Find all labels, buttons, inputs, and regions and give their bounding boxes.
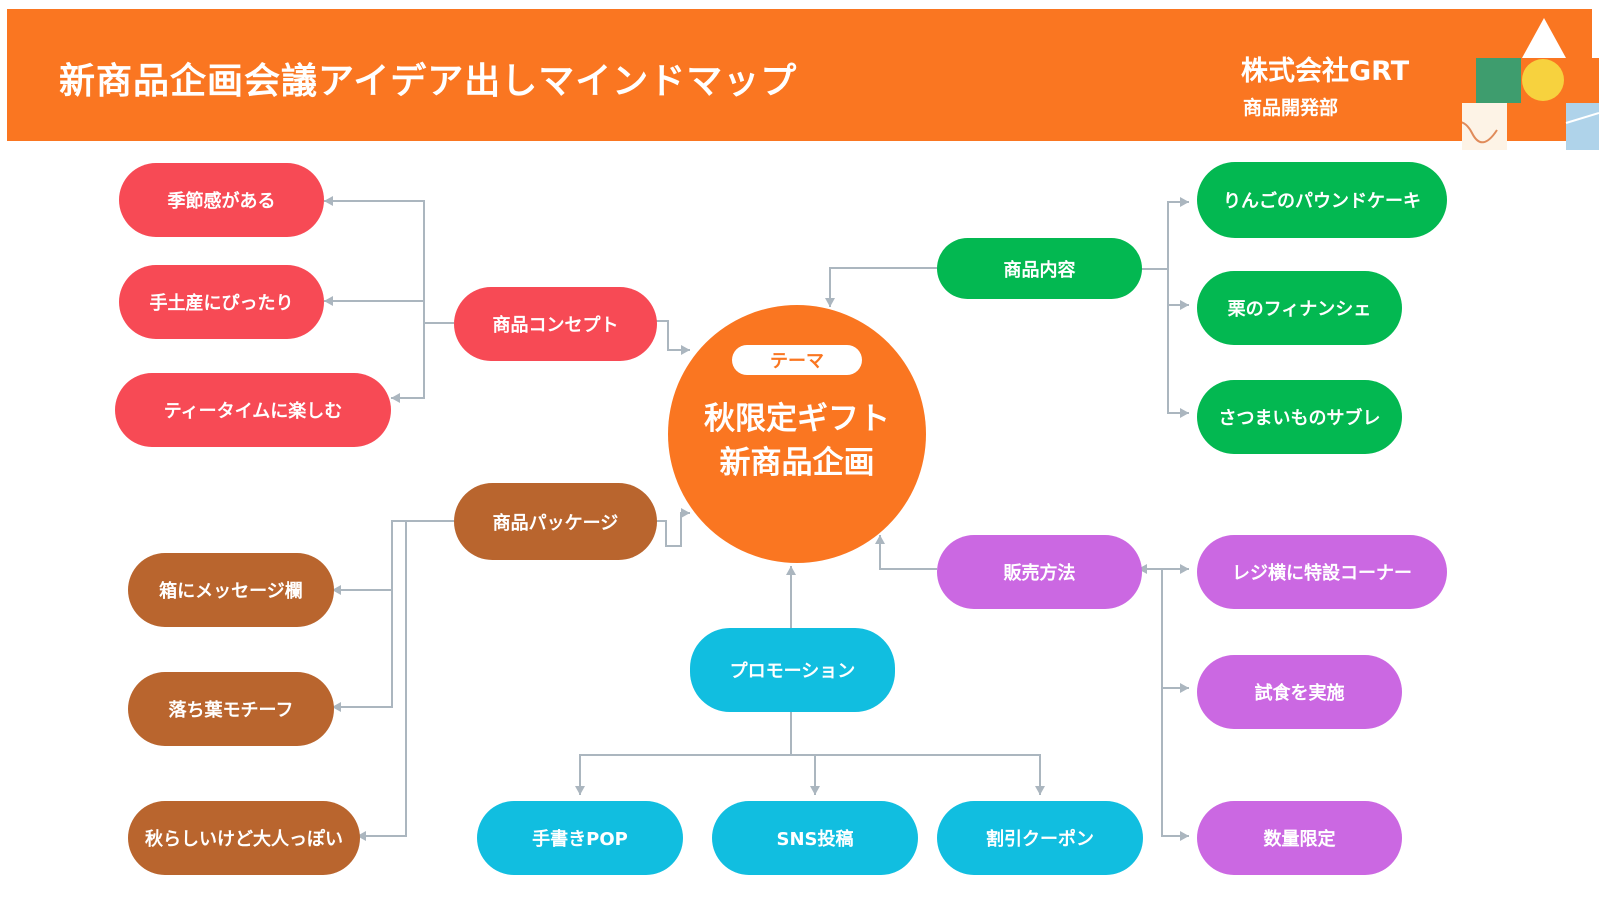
sales-item-register-corner: レジ横に特設コーナー [1197,535,1447,609]
package-item-mature-autumn: 秋らしいけど大人っぽい [128,801,360,875]
company-name: 株式会社GRT [1241,56,1410,87]
branch-product-concept: 商品コンセプト [454,287,657,361]
decorative-pattern [1462,18,1599,150]
package-item-leaf-motif: 落ち葉モチーフ [128,672,334,746]
concept-item-teatime: ティータイムに楽しむ [115,373,391,447]
header-banner: 新商品企画会議アイデア出しマインドマップ 株式会社GRT 商品開発部 [7,9,1599,150]
sales-item-limited-quantity: 数量限定 [1197,801,1402,875]
promotion-item-handwritten-pop: 手書きPOP [477,801,683,875]
theme-title-line1: 秋限定ギフト [704,401,890,437]
branch-sales-method: 販売方法 [937,535,1142,609]
content-item-chestnut-financier: 栗のフィナンシェ [1197,271,1402,345]
package-item-message-box: 箱にメッセージ欄 [128,553,334,627]
promotion-item-sns-post: SNS投稿 [712,801,918,875]
theme-title-line2: 新商品企画 [719,445,875,481]
central-theme-node: テーマ 秋限定ギフト 新商品企画 [668,305,926,563]
concept-item-seasonal: 季節感がある [119,163,324,237]
concept-item-gift: 手土産にぴったり [119,265,324,339]
content-item-sweet-potato-sable: さつまいものサブレ [1197,380,1402,454]
page-title: 新商品企画会議アイデア出しマインドマップ [59,61,798,102]
theme-badge: テーマ [732,345,862,375]
promotion-item-discount-coupon: 割引クーポン [937,801,1143,875]
branch-promotion: プロモーション [690,628,895,712]
sales-item-tasting: 試食を実施 [1197,655,1402,729]
content-item-apple-cake: りんごのパウンドケーキ [1197,162,1447,238]
branch-product-content: 商品内容 [937,238,1142,299]
department-name: 商品開発部 [1243,97,1339,119]
branch-product-package: 商品パッケージ [454,483,657,560]
